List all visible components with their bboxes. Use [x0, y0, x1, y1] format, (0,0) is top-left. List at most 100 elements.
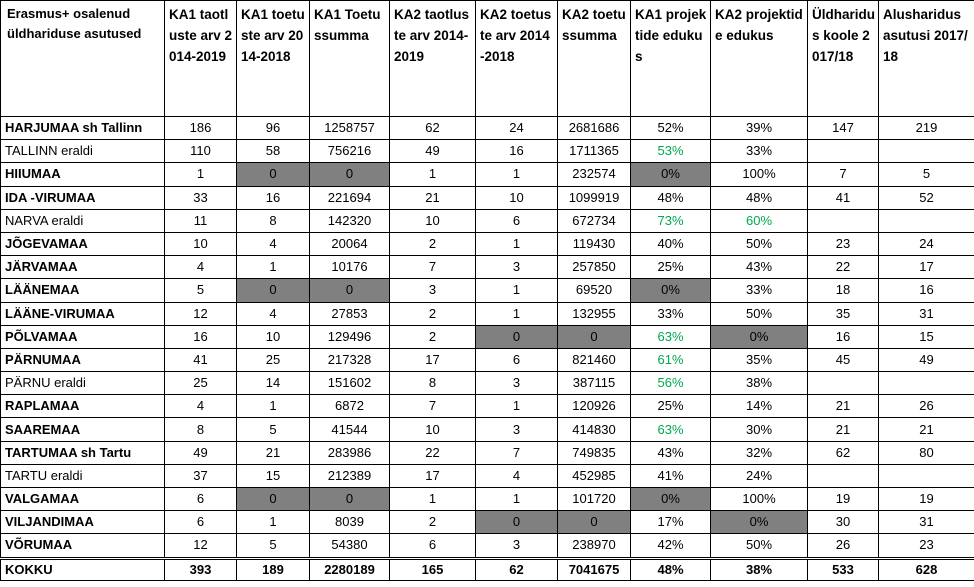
table-cell: 0% — [630, 162, 711, 187]
table-cell: 212389 — [309, 463, 390, 489]
table-cell: 2 — [389, 231, 476, 257]
table-cell: 0% — [630, 278, 711, 303]
table-cell: 7 — [807, 162, 879, 187]
total-cell: 189 — [236, 556, 310, 581]
table-cell: 0 — [309, 278, 390, 303]
table-cell: 6 — [475, 347, 558, 373]
table-cell: 38% — [710, 371, 808, 396]
table-cell: 25% — [630, 255, 711, 280]
table-cell: 20064 — [309, 231, 390, 257]
table-cell: 3 — [475, 533, 558, 559]
table-cell: 2 — [389, 510, 476, 535]
table-cell: 80 — [878, 440, 974, 465]
table-cell: 22 — [807, 255, 879, 280]
table-cell: 30% — [710, 417, 808, 442]
table-cell: 7 — [475, 440, 558, 465]
table-cell: 186 — [164, 115, 237, 141]
table-cell: 48% — [710, 185, 808, 210]
table-cell: 257850 — [557, 255, 631, 280]
table-cell: 15 — [878, 324, 974, 349]
row-label: LÄÄNEMAA — [0, 278, 165, 303]
row-label: VÕRUMAA — [0, 533, 165, 559]
row-label: VILJANDIMAA — [0, 510, 165, 535]
row-label: IDA -VIRUMAA — [0, 185, 165, 210]
table-cell: 1258757 — [309, 115, 390, 141]
column-header: KA1 toetuste arv 2014-2018 — [236, 0, 310, 117]
table-cell: 2 — [389, 301, 476, 326]
table-cell: 31 — [878, 301, 974, 326]
row-label: NARVA eraldi — [0, 208, 165, 233]
table-cell: 10 — [389, 417, 476, 442]
table-cell: 821460 — [557, 347, 631, 373]
column-header: Üldharidus koole 2017/18 — [807, 0, 879, 117]
table-cell: 1 — [236, 510, 310, 535]
table-cell: 19 — [878, 486, 974, 512]
table-cell: 7 — [389, 394, 476, 419]
table-cell: 4 — [236, 231, 310, 257]
table-cell: 16 — [878, 278, 974, 303]
table-cell: 5 — [236, 533, 310, 559]
table-cell: 0 — [557, 510, 631, 535]
table-cell: 132955 — [557, 301, 631, 326]
table-cell: 3 — [475, 255, 558, 280]
table-cell: 0 — [236, 486, 310, 512]
table-cell: 14% — [710, 394, 808, 419]
total-cell: 38% — [710, 556, 808, 581]
table-cell: 24 — [878, 231, 974, 257]
table-cell: 26 — [878, 394, 974, 419]
table-cell: 52% — [630, 115, 711, 141]
table-cell: 21 — [389, 185, 476, 210]
total-cell: 393 — [164, 556, 237, 581]
table-cell: 1 — [389, 486, 476, 512]
row-label: HARJUMAA sh Tallinn — [0, 115, 165, 141]
table-cell: 15 — [236, 463, 310, 489]
table-cell: 50% — [710, 533, 808, 559]
total-cell: 62 — [475, 556, 558, 581]
row-label: PÄRNUMAA — [0, 347, 165, 373]
table-cell: 30 — [807, 510, 879, 535]
table-cell: 1 — [475, 486, 558, 512]
table-cell: 48% — [630, 185, 711, 210]
table-cell: 0% — [710, 510, 808, 535]
table-cell: 40% — [630, 231, 711, 257]
table-cell: 101720 — [557, 486, 631, 512]
table-cell — [878, 371, 974, 396]
table-cell: 756216 — [309, 139, 390, 164]
table-cell: 0% — [710, 324, 808, 349]
table-cell: 60% — [710, 208, 808, 233]
row-label: VALGAMAA — [0, 486, 165, 512]
table-cell: 33% — [710, 139, 808, 164]
table-cell — [807, 139, 879, 164]
row-label: JÕGEVAMAA — [0, 231, 165, 257]
table-cell: 387115 — [557, 371, 631, 396]
column-header: KA2 taotluste arv 2014-2019 — [389, 0, 476, 117]
table-cell: 32% — [710, 440, 808, 465]
table-cell: 1 — [236, 255, 310, 280]
table-cell: 119430 — [557, 231, 631, 257]
table-cell: 52 — [878, 185, 974, 210]
column-header: Erasmus+ osalenud üldhariduse asutused — [0, 0, 165, 117]
table-cell: 16 — [236, 185, 310, 210]
table-cell: 39% — [710, 115, 808, 141]
table-cell: 10 — [475, 185, 558, 210]
table-cell: 17 — [878, 255, 974, 280]
table-cell: 18 — [807, 278, 879, 303]
table-cell: 35 — [807, 301, 879, 326]
table-cell: 5 — [164, 278, 237, 303]
column-header: KA1 taotluste arv 2014-2019 — [164, 0, 237, 117]
table-cell: 8 — [236, 208, 310, 233]
table-cell: 58 — [236, 139, 310, 164]
row-label: TALLINN eraldi — [0, 139, 165, 164]
table-cell: 10 — [236, 324, 310, 349]
table-cell: 0 — [475, 510, 558, 535]
table-cell: 50% — [710, 301, 808, 326]
table-cell: 35% — [710, 347, 808, 373]
